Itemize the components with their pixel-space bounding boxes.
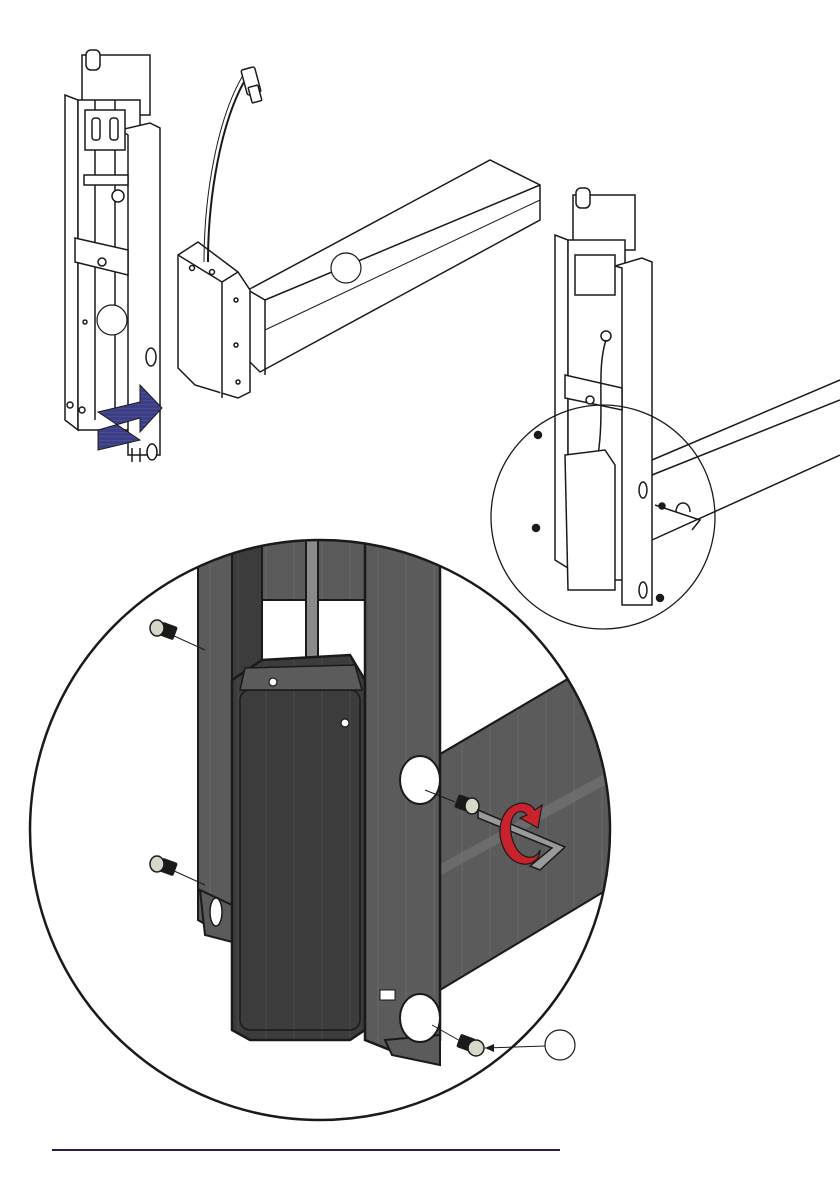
- screw-top-left: [150, 620, 205, 650]
- small-rotation-icon: [676, 503, 690, 512]
- assembled-view: [533, 188, 840, 605]
- leg-callout: [97, 305, 127, 335]
- screw-callout: [545, 1030, 575, 1060]
- detail-view: [198, 540, 640, 1065]
- cross-beam-part: [178, 67, 540, 398]
- screw-callout-arrowhead: [485, 1044, 494, 1052]
- screw-bottom-left: [150, 856, 205, 885]
- beam-callout: [331, 253, 361, 283]
